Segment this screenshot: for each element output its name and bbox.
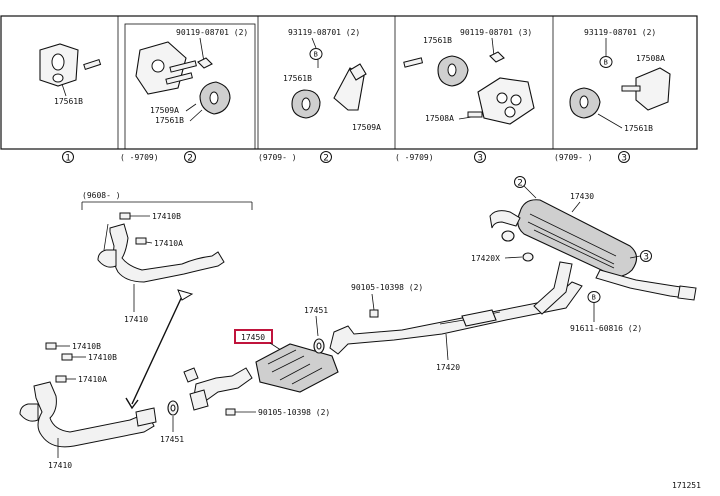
label-17410-b: 17410 [48,461,72,470]
label-17410B-a: 17410B [152,212,181,221]
badge-b-top1: B [314,51,318,59]
muffler-group: 2 17430 3 17420X B 91611-60816 (2) [471,176,697,333]
ref-circle-2c: 2 [517,178,523,188]
label-93119-08701: 93119-08701 (2) [288,28,360,37]
label-17508A: 17508A [425,114,454,123]
label-17410B-b: 17410B [72,342,101,351]
front-pipe-lower-group: 17410B 17410B 17410A 17410 17451 [19,342,184,470]
front-pipe-upper-group: (9608- ) 17410B 17410A 17410 [81,191,253,410]
muffler [517,199,638,277]
range-from-9709-b: (9709- ) [554,153,593,162]
label-17508A-2: 17508A [636,54,665,63]
panel-2-flange-hanger: 90119-08701 (2) 17509A 17561B ( -9709) 2 [120,23,256,163]
label-93119-08701-b: 93119-08701 (2) [584,28,656,37]
ref-circle-3b: 3 [621,153,627,163]
panel-1-hanger: 17561B 1 [39,43,102,163]
label-91611: 91611-60816 (2) [570,324,642,333]
panel-4-flange-hanger: 17561B 90119-08701 (3) 17508A ( -9709) 3 [395,28,535,163]
label-17410A-b: 17410A [78,375,107,384]
center-pipe-group: 17451 90105-10398 (2) 17420 [304,281,583,372]
range-from-9608: (9608- ) [82,191,121,200]
ref-circle-1: 1 [65,153,71,163]
badge-b-lower: B [592,294,596,302]
center-pipe [329,281,583,355]
label-17410A-a: 17410A [154,239,183,248]
label-90119-08701: 90119-08701 (2) [176,28,248,37]
catalytic-converter [255,343,339,393]
label-17420: 17420 [436,363,460,372]
ref-circle-3c: 3 [643,252,649,262]
label-17509A-2: 17509A [352,123,381,132]
top-panel [0,15,698,150]
panel-5-bracket: 93119-08701 (2) B 17508A 17561B (9709- )… [554,28,671,163]
ref-circle-3a: 3 [477,153,483,163]
label-90105-a: 90105-10398 (2) [351,283,423,292]
label-17561B-5: 17561B [624,124,653,133]
range-to-9709: ( -9709) [120,153,159,162]
label-17430: 17430 [570,192,594,201]
highlight-17450 [234,329,273,344]
label-17420X: 17420X [471,254,500,263]
ref-circle-2a: 2 [187,153,193,163]
label-17451-b: 17451 [304,306,328,315]
label-17561B-3: 17561B [283,74,312,83]
badge-b-top2: B [604,59,608,67]
panel-3-bracket: 93119-08701 (2) B 17561B 17509A (9709- )… [258,28,381,163]
label-17450: 17450 [241,333,265,342]
label-17451-a: 17451 [160,435,184,444]
label-17561B: 17561B [54,97,83,106]
label-17509A: 17509A [150,106,179,115]
label-17410B-c: 17410B [88,353,117,362]
label-17561B-4: 17561B [423,36,452,45]
label-90105-b: 90105-10398 (2) [258,408,330,417]
gasket-17420X [522,252,534,262]
front-pipe-lower [33,381,155,448]
range-to-9709-b: ( -9709) [395,153,434,162]
catalytic-converter-group: 17450 90105-10398 (2) [183,329,339,417]
label-90119-08701-3: 90119-08701 (3) [460,28,532,37]
range-from-9709: (9709- ) [258,153,297,162]
diagram-ref-number: 171251 [672,481,701,490]
direction-arrow [125,291,185,410]
ref-circle-2b: 2 [323,153,329,163]
front-pipe-upper [109,223,225,283]
label-17410-a: 17410 [124,315,148,324]
label-17561B-2: 17561B [155,116,184,125]
